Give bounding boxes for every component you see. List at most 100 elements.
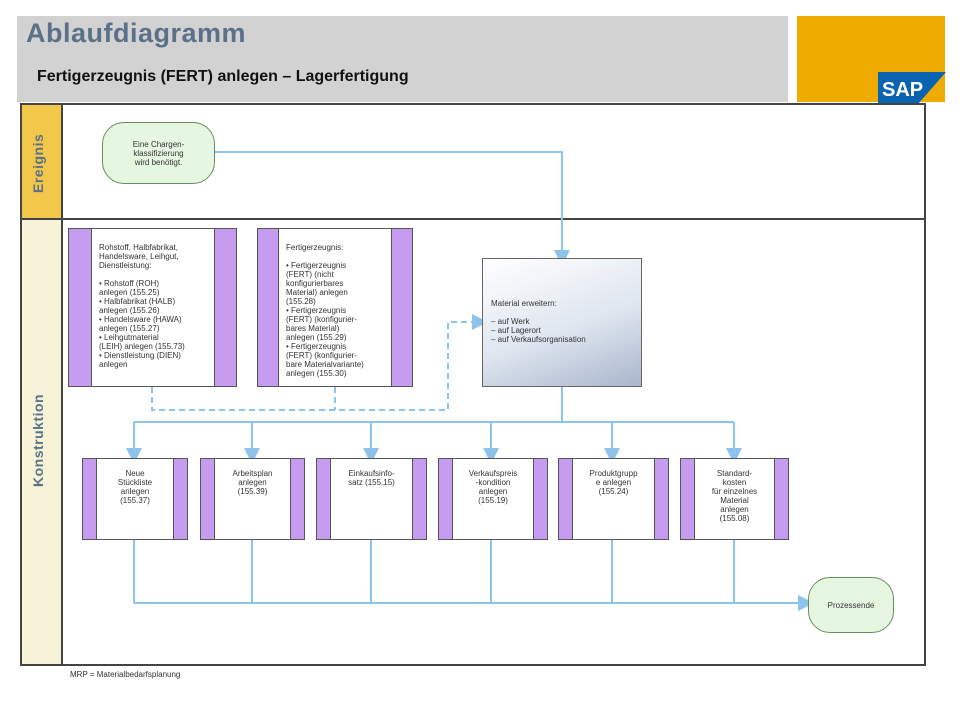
text-line (286, 252, 391, 261)
text-line: • Fertigerzeugnis (286, 261, 347, 270)
text-line: (LEIH) anlegen (155.73) (99, 342, 185, 351)
text-line: Neue (125, 469, 145, 478)
step-bar-right (173, 459, 187, 539)
swimlane-frame (20, 103, 926, 666)
text-line: Rohstoff, Halbfabrikat, (99, 243, 179, 252)
lane-header-construction (22, 220, 63, 664)
process-text-extend-material: Material erweitern: – auf Werk– auf Lage… (491, 299, 641, 344)
lane-header-event (22, 105, 63, 218)
text-line: Standard- (716, 469, 753, 478)
connector-start-to-extend (215, 151, 570, 266)
text-line: Stückliste (117, 478, 153, 487)
text-line: anlegen (155.30) (286, 369, 347, 378)
text-line: (155.19) (478, 496, 508, 505)
text-line: (155.39) (237, 487, 268, 496)
step-bar-left (201, 459, 215, 539)
footnote: MRP = Materialbedarfsplanung (70, 670, 181, 679)
text-line: anlegen (155.26) (99, 306, 160, 315)
text-line (491, 308, 641, 317)
process-text-finished-product: Fertigerzeugnis: • Fertigerzeugnis(FERT)… (286, 243, 391, 378)
process-bar-left (258, 229, 278, 386)
text-line: Einkaufsinfo- (348, 469, 395, 478)
text-line: (FERT) (nicht (286, 270, 334, 279)
text-line: • Fertigerzeugnis (286, 342, 347, 351)
text-line: Dienstleistung: (99, 261, 152, 270)
text-line: konfigurierbares (286, 279, 344, 288)
text-line: bares Material) (286, 324, 340, 333)
text-line: – auf Verkaufsorganisation (491, 335, 586, 344)
start-event: Eine Chargen- klassifizierung wird benöt… (102, 122, 215, 184)
text-line: anlegen (155.29) (286, 333, 347, 342)
text-line: Verkaufspreis (468, 469, 518, 478)
step-box-3: Einkaufsinfo-satz (155.15) (316, 458, 427, 540)
text-line: Fertigerzeugnis: (286, 243, 344, 252)
page-title: Ablaufdiagramm (26, 18, 247, 48)
sap-logo: SAP (878, 72, 946, 104)
step-bar-left (83, 459, 97, 539)
process-bar-right (215, 229, 236, 386)
process-bar-right (392, 229, 412, 386)
text-line: satz (155.15) (348, 478, 395, 487)
text-line: (FERT) (konfigurier- (286, 351, 357, 360)
step-bar-right (533, 459, 547, 539)
text-line: • Halbfabrikat (HALB) (99, 297, 176, 306)
text-line: Produktgrupp (589, 469, 638, 478)
text-line: (155.37) (120, 496, 150, 505)
text-line: anlegen (720, 505, 749, 514)
step-bar-right (290, 459, 304, 539)
text-line: – auf Werk (491, 317, 530, 326)
step-bar-left (317, 459, 331, 539)
text-line: anlegen (120, 487, 150, 496)
step-bar-right (412, 459, 426, 539)
step-text: Einkaufsinfo-satz (155.15) (331, 469, 412, 487)
text-line: – auf Lagerort (491, 326, 541, 335)
end-event: Prozessende (808, 577, 894, 633)
text-line: Material) anlegen (286, 288, 348, 297)
process-bar-left (69, 229, 91, 386)
lane-separator (20, 218, 926, 220)
text-line: -kondition (475, 478, 511, 487)
text-line: (155.08) (719, 514, 750, 523)
header-bar (17, 16, 788, 102)
process-box-finished-product: Fertigerzeugnis: • Fertigerzeugnis(FERT)… (257, 228, 413, 387)
process-box-raw-materials: Rohstoff, Halbfabrikat,Handelsware, Leih… (68, 228, 237, 387)
step-bar-left (559, 459, 573, 539)
sap-logo-text: SAP (882, 79, 923, 101)
text-line: bare Materialvariante) (286, 360, 364, 369)
text-line: kosten (722, 478, 747, 487)
text-line: (155.24) (598, 487, 629, 496)
process-box-extend-material: Material erweitern: – auf Werk– auf Lage… (482, 258, 642, 387)
text-line: (FERT) (konfigurier- (286, 315, 357, 324)
text-line: anlegen (99, 360, 128, 369)
text-line: Material (720, 496, 749, 505)
text-line: • Handelsware (HAWA) (99, 315, 182, 324)
text-line: Material erweitern: (491, 299, 557, 308)
text-line: anlegen (155.25) (99, 288, 160, 297)
text-line: anlegen (155.27) (99, 324, 160, 333)
text-line: • Fertigerzeugnis (286, 306, 347, 315)
step-bar-right (774, 459, 788, 539)
text-line: für einzelnes (711, 487, 758, 496)
step-bar-left (439, 459, 453, 539)
step-bar-right (654, 459, 668, 539)
page-subtitle: Fertigerzeugnis (FERT) anlegen – Lagerfe… (37, 68, 409, 85)
text-line: • Leihgutmaterial (99, 333, 159, 342)
text-line: anlegen (478, 487, 508, 496)
text-line (99, 270, 214, 279)
text-line: (155.28) (286, 297, 316, 306)
text-line: anlegen (238, 478, 267, 487)
text-line: Handelsware, Leihgut, (99, 252, 179, 261)
step-bar-left (681, 459, 695, 539)
connector-dashed-raw (151, 314, 488, 411)
text-line: • Dienstleistung (DIEN) (99, 351, 181, 360)
